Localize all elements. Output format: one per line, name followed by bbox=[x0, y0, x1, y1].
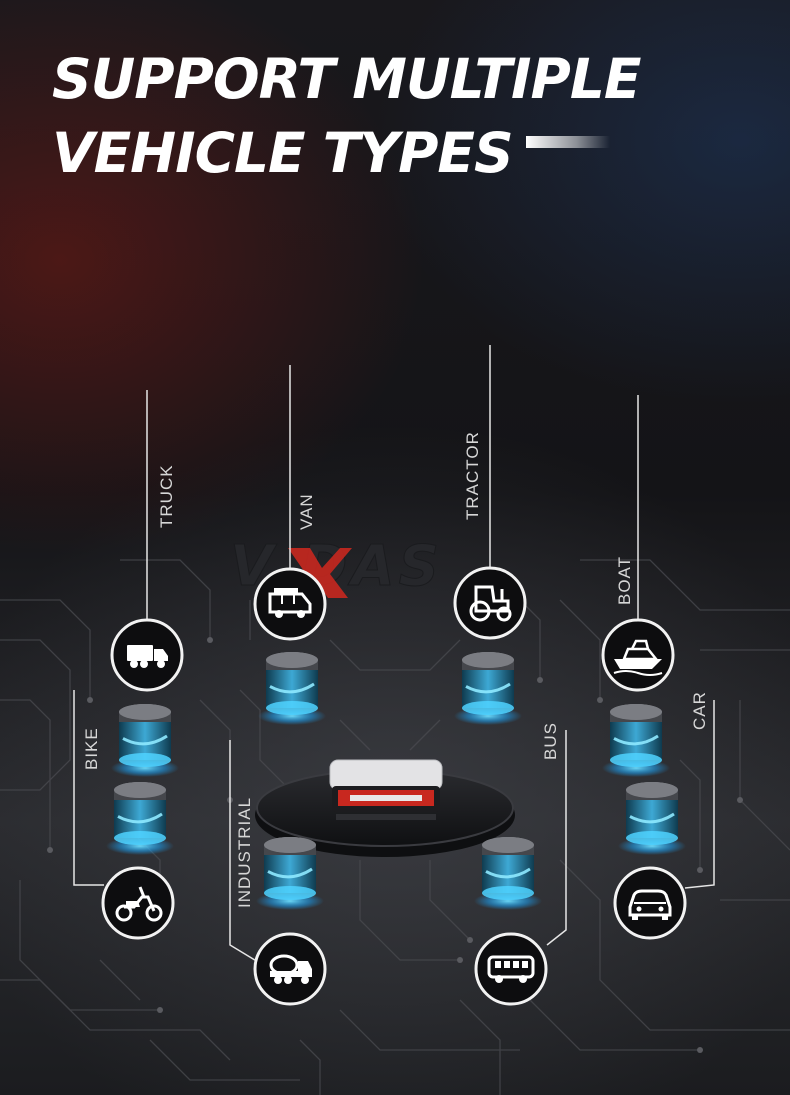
badge-ring bbox=[474, 932, 548, 1006]
label-car: CAR bbox=[690, 691, 709, 730]
concrete-mixer-icon bbox=[269, 954, 312, 984]
vehicle-badge-bus bbox=[474, 932, 548, 1006]
badge-ring bbox=[601, 618, 675, 692]
truck-icon bbox=[127, 645, 168, 668]
tractor-icon bbox=[469, 585, 512, 622]
badge-ring bbox=[453, 566, 527, 640]
glow-pillar bbox=[258, 652, 326, 725]
vehicle-badge-bike bbox=[101, 866, 175, 940]
label-truck: TRUCK bbox=[157, 464, 176, 528]
vehicle-badge-van bbox=[253, 567, 327, 641]
label-bus: BUS bbox=[541, 722, 560, 760]
vehicle-icon-circles bbox=[101, 566, 687, 1006]
van-icon bbox=[268, 588, 312, 618]
connector-lines bbox=[73, 345, 715, 963]
glow-pillar bbox=[602, 704, 670, 777]
glow-pillar bbox=[106, 782, 174, 855]
glow-pillar bbox=[454, 652, 522, 725]
headline-line-2: VEHICLE TYPES bbox=[52, 121, 514, 185]
vehicle-badge-boat bbox=[601, 618, 675, 692]
glow-pillar bbox=[111, 704, 179, 777]
label-bike: BIKE bbox=[82, 727, 101, 770]
headline: SUPPORT MULTIPLE VEHICLE TYPES bbox=[52, 42, 641, 190]
bus-icon bbox=[487, 955, 535, 983]
glow-pillar bbox=[256, 837, 324, 910]
label-industrial: INDUSTRIAL bbox=[235, 796, 254, 908]
vehicle-badge-tractor bbox=[453, 566, 527, 640]
obd-device bbox=[329, 759, 443, 820]
badge-ring bbox=[253, 567, 327, 641]
scooter-icon bbox=[115, 886, 163, 922]
label-tractor: TRACTOR bbox=[463, 431, 482, 520]
glow-pillar bbox=[474, 837, 542, 910]
vehicle-badge-truck bbox=[110, 618, 184, 692]
car-icon bbox=[628, 889, 672, 920]
boat-icon bbox=[613, 639, 663, 676]
vehicle-badge-car bbox=[613, 866, 687, 940]
label-boat: BOAT bbox=[615, 555, 634, 605]
label-van: VAN bbox=[297, 493, 316, 530]
badge-ring bbox=[253, 932, 327, 1006]
glow-pillar bbox=[618, 782, 686, 855]
headline-line-1: SUPPORT MULTIPLE bbox=[52, 47, 641, 111]
glow-pillars bbox=[106, 652, 686, 910]
headline-accent-streak bbox=[526, 136, 610, 148]
vehicle-badge-industrial bbox=[253, 932, 327, 1006]
